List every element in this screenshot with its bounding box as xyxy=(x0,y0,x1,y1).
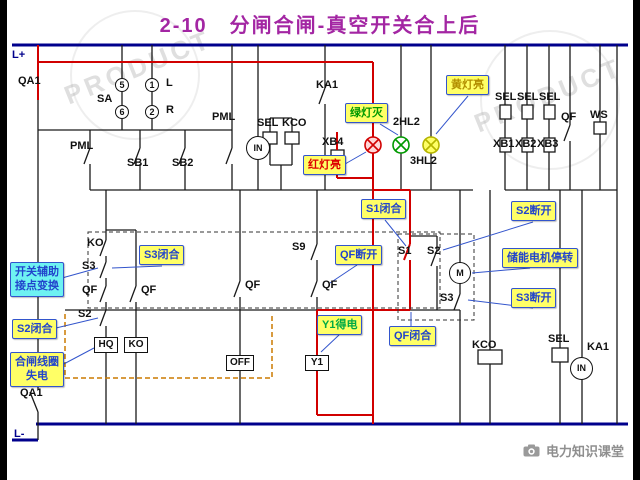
label-xb1: XB1 xyxy=(493,138,515,150)
dashed-group-boxes xyxy=(87,231,475,321)
callout-y1-energized: Y1得电 xyxy=(317,315,363,336)
label-l-minus: L- xyxy=(14,428,25,440)
label-xb4: XB4 xyxy=(322,136,344,148)
callout-s2-open: S2断开 xyxy=(511,201,557,222)
green-lamp-icon xyxy=(392,136,410,154)
label-s2-left: S2 xyxy=(78,308,92,320)
right-border-bar xyxy=(633,0,640,480)
label-qa1-bottom: QA1 xyxy=(20,387,43,399)
label-ka1-right: KA1 xyxy=(587,341,610,353)
label-s1: S1 xyxy=(398,245,412,257)
callout-green-lamp-off: 绿灯灭 xyxy=(345,103,388,124)
yellow-lamp-icon xyxy=(422,136,440,154)
label-lamp-2hl2: 2HL2 xyxy=(393,116,420,128)
callout-red-lamp-on: 红灯亮 xyxy=(303,155,346,176)
label-sel-right: SEL xyxy=(548,333,570,345)
left-border-bar xyxy=(0,0,7,480)
circle-in-meter-right: IN xyxy=(570,357,593,380)
label-s3-left: S3 xyxy=(82,260,96,272)
label-pml-right: PML xyxy=(212,111,236,123)
label-handle-pos-l: L xyxy=(166,77,173,89)
ws-socket-symbol xyxy=(593,121,607,135)
label-s2-mid: S2 xyxy=(427,245,441,257)
label-xb2: XB2 xyxy=(515,138,537,150)
label-s3-right: S3 xyxy=(440,292,454,304)
label-qf-left: QF xyxy=(82,284,98,296)
label-handle-pos-r: R xyxy=(166,104,174,116)
label-xb3: XB3 xyxy=(537,138,559,150)
circle-sa-pos-5: 5 xyxy=(115,78,129,92)
label-kco-right: KCO xyxy=(472,339,497,351)
label-kco-mid: KCO xyxy=(282,117,307,129)
label-sb2: SB2 xyxy=(172,157,194,169)
xb2-link-symbol xyxy=(521,137,534,153)
label-sb1: SB1 xyxy=(127,157,149,169)
circle-sa-pos-2: 2 xyxy=(145,105,159,119)
label-s9: S9 xyxy=(292,241,306,253)
xb3-link-symbol xyxy=(543,137,556,153)
indicator-lamps xyxy=(364,136,440,154)
label-sel-2: SEL xyxy=(517,91,539,103)
callout-yellow-lamp-on: 黄灯亮 xyxy=(446,75,489,96)
label-qf-top: QF xyxy=(561,111,577,123)
sel-fuse-symbol xyxy=(499,104,512,120)
callout-closing-coil-deenergized: 合闸线圈 失电 xyxy=(10,352,64,387)
label-ws: WS xyxy=(590,109,608,121)
label-sel-mid: SEL xyxy=(257,117,279,129)
label-sel-1: SEL xyxy=(495,91,517,103)
label-sa: SA xyxy=(97,93,113,105)
circle-sa-pos-1: 1 xyxy=(145,78,159,92)
label-ko-contact: KO xyxy=(87,237,104,249)
circle-in-meter-left: IN xyxy=(246,136,270,160)
watermark-ring xyxy=(70,10,200,140)
label-l-plus: L+ xyxy=(12,49,26,61)
callout-s2-closed: S2闭合 xyxy=(12,319,58,340)
coil-box-y1-coil: Y1 xyxy=(305,355,329,371)
label-qf-2: QF xyxy=(141,284,157,296)
label-lamp-3hl2: 3HL2 xyxy=(410,155,437,167)
callout-storage-motor-stopped: 储能电机停转 xyxy=(502,248,578,269)
kco-link-symbol xyxy=(284,131,300,145)
label-qa1-top: QA1 xyxy=(18,75,41,87)
callout-qf-closed: QF闭合 xyxy=(389,326,437,347)
coil-box-hq-coil: HQ xyxy=(94,337,118,353)
camera-icon xyxy=(523,444,540,457)
coil-box-off-coil: OFF xyxy=(226,355,254,371)
sel-coil-symbol xyxy=(551,347,569,363)
callout-s3-open: S3断开 xyxy=(511,288,557,309)
circle-motor: M xyxy=(449,262,471,284)
kco-coil-symbol xyxy=(477,349,503,365)
label-qf-3: QF xyxy=(245,279,261,291)
label-qf-4: QF xyxy=(322,279,338,291)
watermark-ring xyxy=(480,30,620,170)
sel-fuse-symbol xyxy=(543,104,556,120)
callout-pointer-lines xyxy=(55,95,534,367)
label-pml-left: PML xyxy=(70,140,94,152)
callout-s3-closed: S3闭合 xyxy=(139,245,185,266)
page-title: 2-10 分闸合闸-真空开关合上后 xyxy=(159,15,481,37)
power-rails xyxy=(12,43,628,442)
xb1-link-symbol xyxy=(499,137,512,153)
red-lamp-icon xyxy=(364,136,382,154)
coil-path-dashed xyxy=(64,314,273,379)
sel-fuse-symbol xyxy=(521,104,534,120)
callout-s1-closed: S1闭合 xyxy=(361,199,407,220)
coil-box-ko-coil: KO xyxy=(124,337,148,353)
channel-brand: 电力知识课堂 xyxy=(523,441,624,460)
callout-aux-contact-change: 开关辅助 接点变换 xyxy=(10,262,64,297)
callout-qf-open: QF断开 xyxy=(335,245,383,266)
channel-brand-label: 电力知识课堂 xyxy=(545,444,624,459)
circuit-wires xyxy=(29,45,618,440)
circle-sa-pos-6: 6 xyxy=(115,105,129,119)
label-ka1-top: KA1 xyxy=(316,79,339,91)
energized-path xyxy=(37,45,411,424)
label-sel-3: SEL xyxy=(539,91,561,103)
